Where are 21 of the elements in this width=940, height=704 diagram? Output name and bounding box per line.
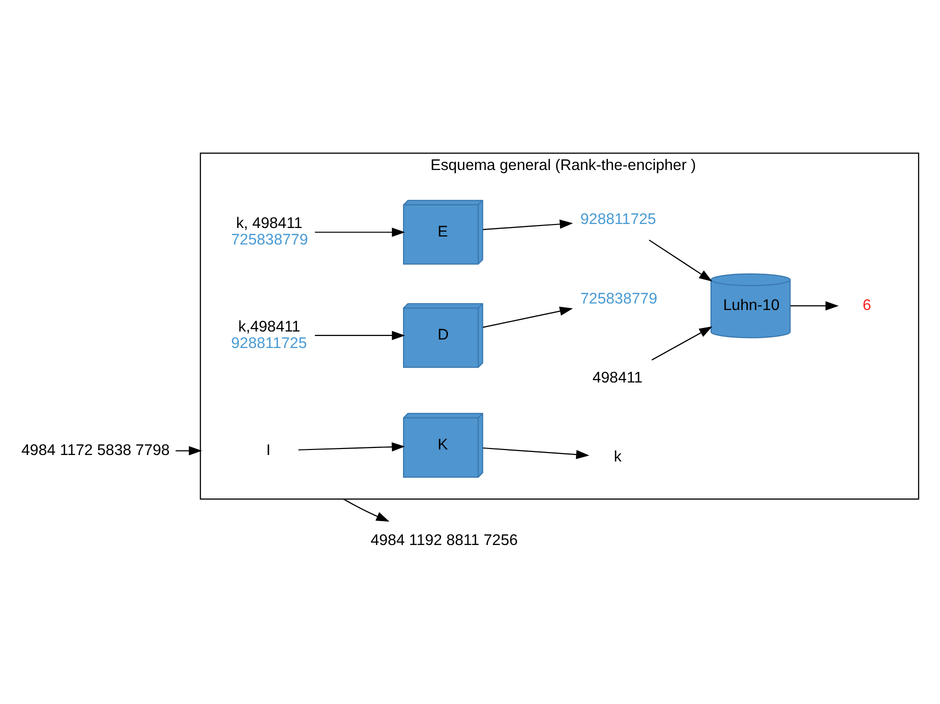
node-text: 6 [862,296,872,314]
arrow [648,239,712,281]
node-text: k,498411 928811725 [231,318,307,352]
arrow [482,306,573,328]
node-text: 4984 1172 5838 7798 [21,441,170,458]
arrow [298,442,405,452]
node-text: 928811725 [580,210,656,228]
arrow [314,330,406,340]
arrow [482,219,573,230]
node-text: k, 498411 725838779 [231,214,308,248]
node-text: 4984 1192 8811 7256 [370,531,518,548]
node-text: I [266,441,271,458]
arrow [652,326,712,360]
arrow [314,227,406,236]
node-text: 498411 [592,368,643,386]
arrow [176,446,202,455]
arrow [343,498,390,522]
node-text: k [614,448,622,465]
arrow [482,446,590,459]
arrow [790,300,839,310]
node-text: 725838779 [580,290,658,307]
